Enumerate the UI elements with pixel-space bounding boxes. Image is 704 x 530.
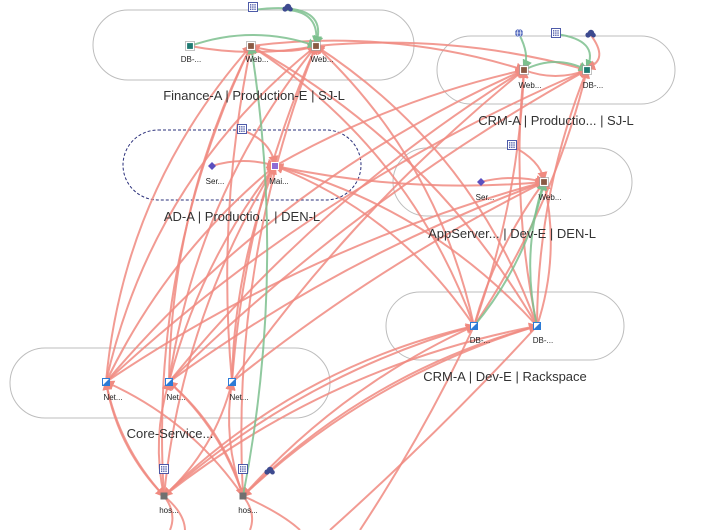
edge-connection[interactable]	[105, 68, 589, 383]
node-label-crm-web: Web...	[518, 81, 542, 90]
globe-icon[interactable]	[515, 28, 523, 38]
split-square-node-icon[interactable]	[165, 378, 173, 386]
node-label-crm-db: DB-...	[582, 81, 604, 90]
edge-connection[interactable]	[240, 44, 318, 497]
calendar-grid-icon[interactable]	[551, 28, 561, 38]
group-ad[interactable]	[122, 129, 362, 201]
topology-nodes	[102, 41, 592, 500]
split-square-node-icon[interactable]	[228, 378, 236, 386]
calendar-grid-icon[interactable]	[159, 464, 169, 474]
node-label-core-net1: Net...	[103, 393, 123, 402]
edge-connection[interactable]	[273, 164, 475, 327]
edge-connection[interactable]	[329, 325, 538, 530]
edge-connection[interactable]	[168, 381, 246, 498]
split-square-node-icon[interactable]	[102, 378, 110, 386]
host-node-icon[interactable]	[160, 492, 168, 500]
calendar-grid-icon[interactable]	[507, 140, 517, 150]
edge-connection[interactable]	[274, 165, 546, 188]
edge-connection[interactable]	[242, 323, 539, 497]
edge-connection[interactable]	[241, 325, 538, 498]
edge-connection[interactable]	[523, 68, 589, 78]
node-label-fin-db: DB-...	[180, 55, 202, 64]
group-label-crm-production: CRM-A | Productio... | SJ-L	[478, 113, 634, 128]
edge-connection[interactable]	[536, 68, 589, 327]
edge-connection[interactable]	[242, 495, 301, 530]
host-node-icon[interactable]	[239, 492, 247, 500]
edge-connection[interactable]	[226, 44, 255, 383]
edge-connection[interactable]	[157, 380, 172, 497]
edge-connection[interactable]	[163, 323, 476, 497]
edge-connection[interactable]	[168, 69, 589, 383]
edge-connection[interactable]	[105, 44, 318, 383]
group-label-core-services: Core-Service...	[126, 426, 214, 441]
node-label-dev-db1: DB-...	[469, 336, 491, 345]
edge-connection[interactable]	[231, 181, 546, 383]
edge-connection[interactable]	[473, 68, 590, 327]
database-node-icon[interactable]	[582, 65, 592, 75]
edge-connection[interactable]	[359, 325, 475, 530]
mail-server-node-icon[interactable]	[271, 162, 279, 170]
edge-connection[interactable]	[168, 68, 526, 383]
edge-connection[interactable]	[168, 44, 318, 383]
database-node-icon[interactable]	[185, 41, 195, 51]
cloud-icon[interactable]	[282, 3, 293, 12]
edge-connection[interactable]	[211, 158, 277, 169]
web-server-node-icon[interactable]	[539, 177, 549, 187]
cloud-icon[interactable]	[585, 29, 596, 38]
split-square-node-icon[interactable]	[470, 322, 478, 330]
node-label-core-net3: Net...	[229, 393, 249, 402]
calendar-grid-icon[interactable]	[248, 2, 258, 12]
group-crm-dev[interactable]	[385, 291, 625, 361]
edge-connection[interactable]	[160, 44, 253, 497]
edge-connection[interactable]	[105, 179, 546, 383]
edge-connection[interactable]	[314, 44, 538, 327]
edge-connection[interactable]	[163, 322, 539, 497]
group-label-appserver: AppServer... | Dev-E | DEN-L	[428, 226, 596, 241]
node-label-app-web: Web...	[538, 193, 562, 202]
group-label-crm-dev: CRM-A | Dev-E | Rackspace	[423, 369, 587, 384]
edge-connection-green[interactable]	[189, 34, 318, 49]
node-label-app-ser: Ser...	[475, 193, 495, 202]
web-server-node-icon[interactable]	[519, 65, 529, 75]
node-label-host1: hos...	[159, 506, 179, 515]
node-label-ad-mai: Mai...	[269, 177, 289, 186]
web-server-node-icon[interactable]	[311, 41, 321, 51]
edge-connection[interactable]	[536, 180, 552, 327]
edge-connection[interactable]	[162, 325, 475, 498]
node-label-ad-ser: Ser...	[205, 177, 225, 186]
calendar-grid-icon[interactable]	[237, 124, 247, 134]
split-square-node-icon[interactable]	[533, 322, 541, 330]
edge-connection[interactable]	[168, 180, 546, 383]
edge-connection[interactable]	[273, 163, 538, 327]
edge-connection-green[interactable]	[242, 44, 269, 497]
edge-connection[interactable]	[274, 66, 526, 167]
web-server-node-icon[interactable]	[246, 41, 256, 51]
node-label-host2: hos...	[238, 506, 258, 515]
diamond-node-icon[interactable]	[477, 178, 485, 186]
node-label-fin-web1: Web...	[245, 55, 269, 64]
edge-connection[interactable]	[249, 44, 475, 327]
edge-connection[interactable]	[104, 380, 244, 497]
diamond-node-icon[interactable]	[208, 162, 216, 170]
edge-connection[interactable]	[473, 180, 546, 327]
edge-connection[interactable]	[314, 44, 475, 327]
edge-connection[interactable]	[105, 44, 253, 383]
node-label-dev-db2: DB-...	[532, 336, 554, 345]
edge-badge-link	[252, 7, 324, 46]
edge-connection[interactable]	[105, 68, 526, 383]
node-badges	[159, 2, 596, 475]
node-label-core-net2: Net...	[166, 393, 186, 402]
group-label-ad: AD-A | Productio... | DEN-L	[163, 209, 321, 224]
connection-edges	[102, 7, 601, 530]
edge-connection[interactable]	[163, 164, 277, 497]
calendar-grid-icon[interactable]	[238, 464, 248, 474]
node-label-fin-web2: Web...	[310, 55, 334, 64]
cloud-icon[interactable]	[264, 466, 275, 475]
edge-connection[interactable]	[105, 381, 166, 498]
edge-connection[interactable]	[168, 164, 277, 383]
edge-connection-green[interactable]	[473, 180, 548, 327]
group-label-finance: Finance-A | Production-E | SJ-L	[163, 88, 345, 103]
